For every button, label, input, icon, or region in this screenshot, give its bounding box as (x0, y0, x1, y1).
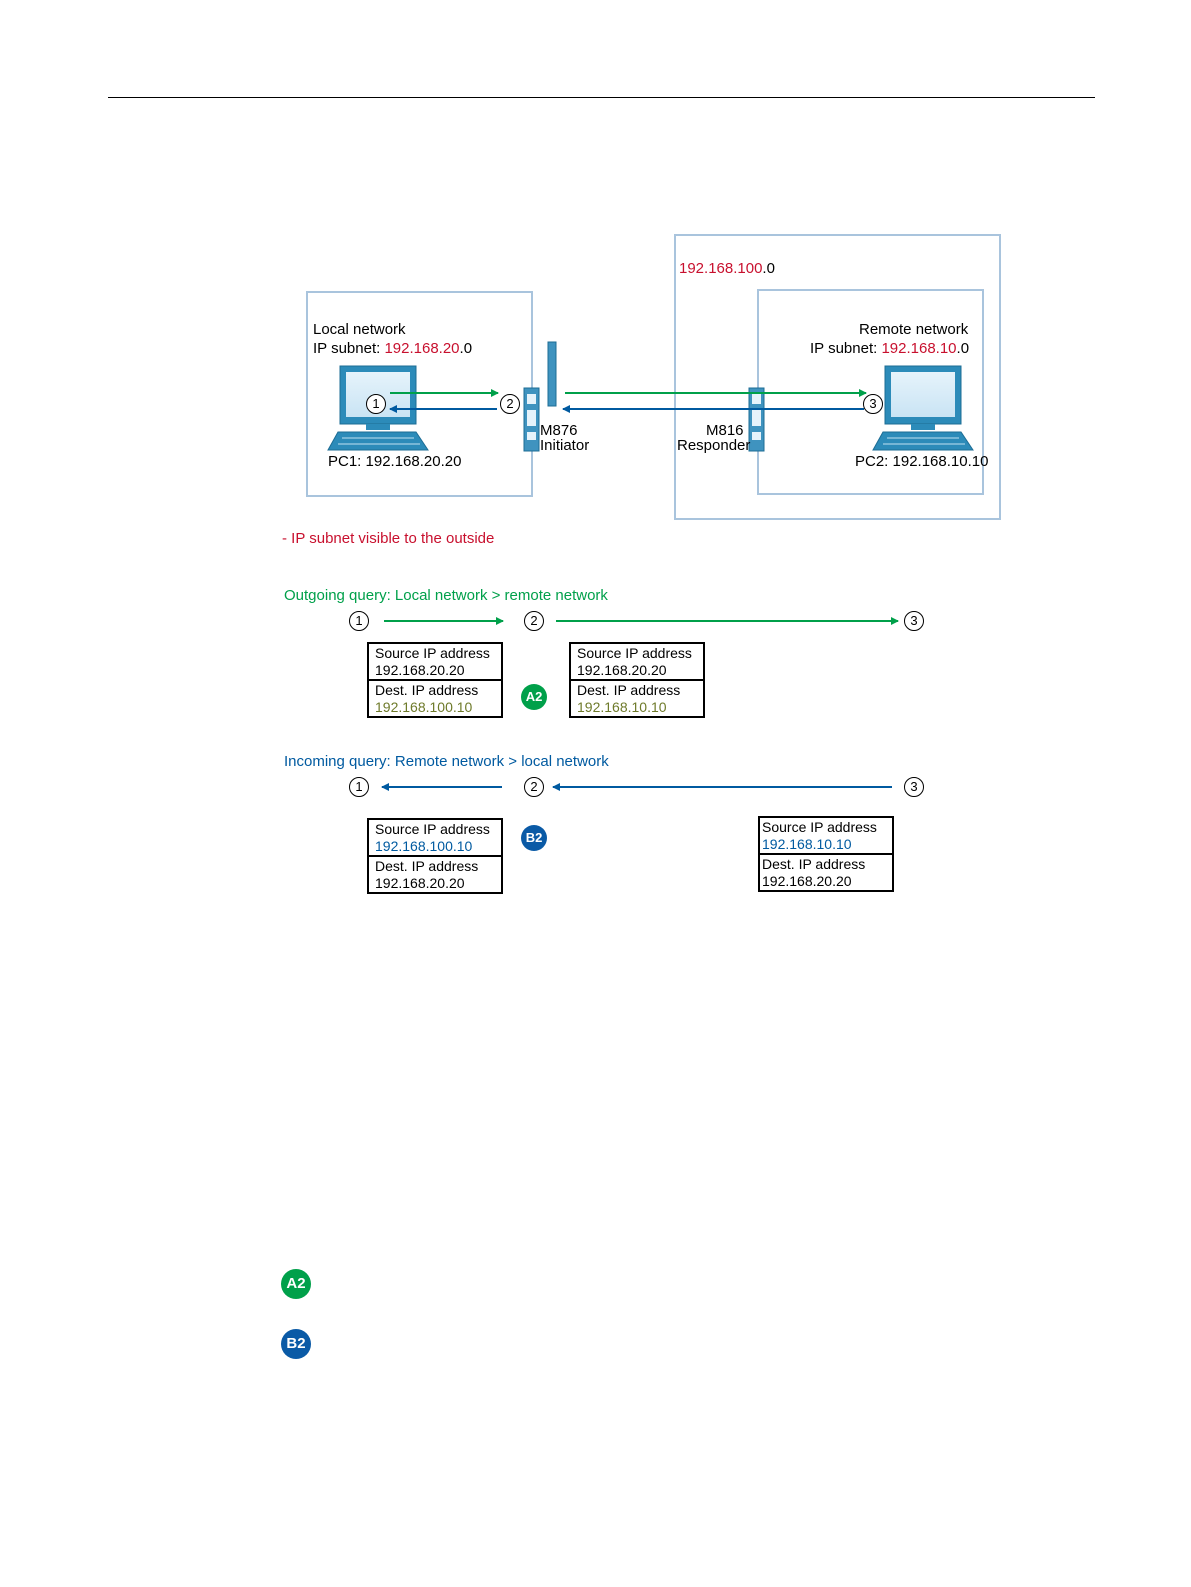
topo-marker-1: 1 (366, 394, 386, 414)
responder-role: Responder (677, 437, 751, 454)
m816-router-icon (748, 387, 765, 452)
packet-src-label: Source IP address (375, 821, 490, 837)
local-network-title: Local network (313, 321, 406, 338)
badge-b2: B2 (521, 825, 547, 851)
legend-badge-a2: A2 (281, 1269, 311, 1299)
badge-a2: A2 (521, 684, 547, 710)
outgoing-arrows (384, 617, 899, 625)
incoming-arrows (381, 783, 892, 791)
topology-graphics (327, 341, 974, 452)
remote-subnet-label: IP subnet: 192.168.10.0 (810, 340, 970, 357)
outgoing-packet-after-nat: Source IP address 192.168.20.20 Dest. IP… (569, 642, 705, 718)
pc2-label: PC2: 192.168.10.10 (855, 453, 989, 470)
legend-badge-b2: B2 (281, 1329, 311, 1359)
legend-note: - IP subnet visible to the outside (282, 530, 495, 547)
topo-marker-2: 2 (500, 394, 520, 414)
incoming-packet-before-nat: Source IP address 192.168.10.10 Dest. IP… (758, 816, 894, 892)
local-subnet-label: IP subnet: 192.168.20.0 (313, 340, 473, 357)
initiator-role: Initiator (540, 437, 590, 454)
packet-dst-value: 192.168.20.20 (375, 874, 465, 891)
outgoing-title: Outgoing query: Local network > remote n… (284, 587, 608, 604)
outer-network-label: 192.168.100.0 (679, 260, 775, 277)
topo-marker-3: 3 (863, 394, 883, 414)
pc1-label: PC1: 192.168.20.20 (328, 453, 462, 470)
incoming-title: Incoming query: Remote network > local n… (284, 753, 609, 770)
outgoing-marker-2: 2 (524, 611, 544, 631)
incoming-packet-after-nat: Source IP address 192.168.100.10 Dest. I… (367, 818, 503, 894)
responder-model: M816 (706, 422, 744, 439)
packet-dst-label: Dest. IP address (762, 856, 866, 872)
header-rule (108, 97, 1095, 98)
outgoing-marker-3: 3 (904, 611, 924, 631)
packet-src-value: 192.168.100.10 (375, 837, 473, 854)
outer-network-frame (674, 234, 1001, 520)
packet-src-label: Source IP address (577, 645, 692, 661)
outgoing-packet-before-nat: Source IP address 192.168.20.20 Dest. IP… (367, 642, 503, 718)
m876-router-icon (523, 341, 557, 452)
initiator-model: M876 (540, 422, 578, 439)
packet-dst-value: 192.168.20.20 (762, 872, 852, 889)
packet-src-value: 192.168.10.10 (762, 835, 852, 852)
packet-dst-label: Dest. IP address (375, 682, 479, 698)
outgoing-marker-1: 1 (349, 611, 369, 631)
packet-src-label: Source IP address (375, 645, 490, 661)
incoming-marker-1: 1 (349, 777, 369, 797)
packet-src-label: Source IP address (762, 819, 877, 835)
packet-src-value: 192.168.20.20 (375, 661, 465, 678)
remote-network-title: Remote network (859, 321, 969, 338)
packet-dst-value: 192.168.10.10 (577, 698, 667, 715)
packet-dst-label: Dest. IP address (577, 682, 681, 698)
packet-dst-value: 192.168.100.10 (375, 698, 473, 715)
incoming-marker-2: 2 (524, 777, 544, 797)
packet-src-value: 192.168.20.20 (577, 661, 667, 678)
incoming-marker-3: 3 (904, 777, 924, 797)
pc1-computer-icon (327, 365, 429, 451)
packet-dst-label: Dest. IP address (375, 858, 479, 874)
pc2-computer-icon (872, 365, 974, 451)
